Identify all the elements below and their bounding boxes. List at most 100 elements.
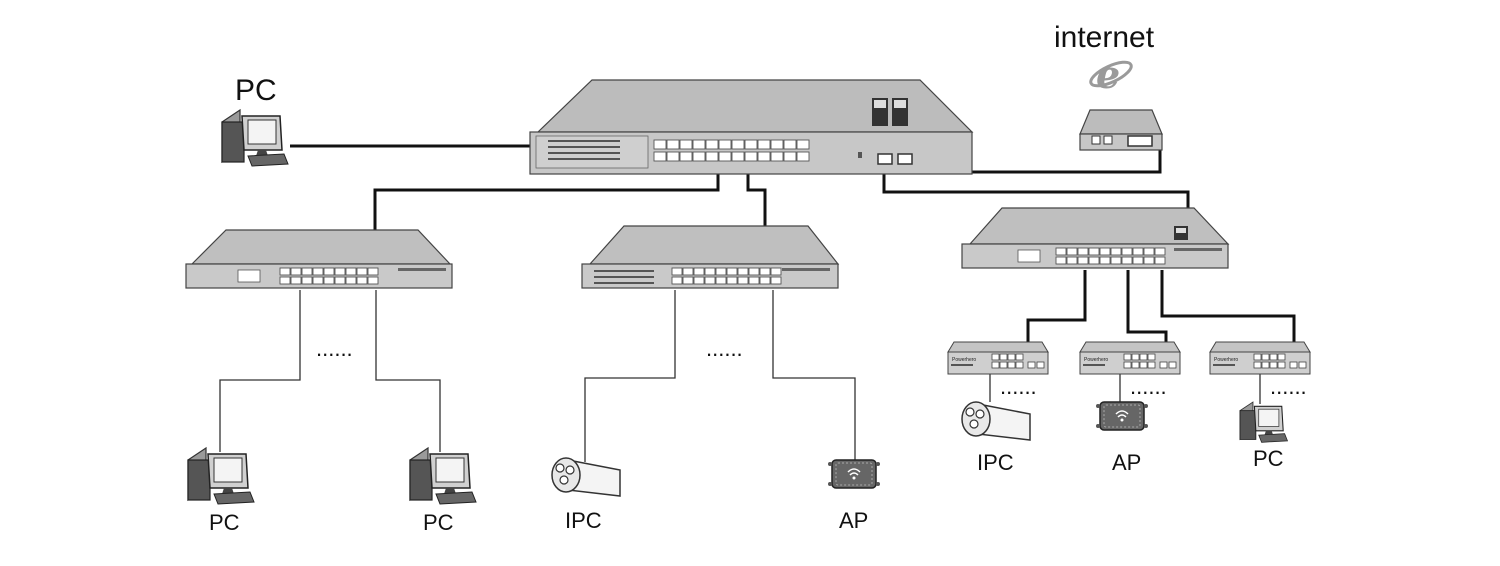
port bbox=[1154, 256, 1166, 265]
port bbox=[1088, 256, 1100, 265]
pc-icon bbox=[409, 447, 477, 505]
port bbox=[757, 139, 771, 150]
right-switch-ports bbox=[1055, 247, 1166, 265]
port bbox=[1121, 247, 1133, 256]
port bbox=[666, 139, 680, 150]
port bbox=[334, 276, 346, 285]
port bbox=[705, 139, 719, 150]
port bbox=[1077, 247, 1089, 256]
port bbox=[1066, 256, 1078, 265]
port bbox=[345, 267, 357, 276]
cable-mid-ap bbox=[772, 290, 856, 466]
small-switch-1 bbox=[947, 341, 1049, 375]
ellipsis-right-1: ...... bbox=[1000, 374, 1037, 399]
port bbox=[323, 267, 335, 276]
port bbox=[666, 151, 680, 162]
port bbox=[693, 267, 705, 276]
main-switch bbox=[529, 79, 974, 175]
ie-internet-icon: e bbox=[1089, 52, 1133, 97]
port bbox=[671, 276, 683, 285]
port bbox=[312, 276, 324, 285]
port bbox=[704, 267, 716, 276]
access-point-icon bbox=[1095, 401, 1149, 431]
port bbox=[279, 267, 291, 276]
label-pc-right: PC bbox=[1253, 446, 1284, 471]
main-switch-ports bbox=[653, 139, 810, 162]
cable-left-pc1 bbox=[219, 290, 301, 452]
port bbox=[757, 151, 771, 162]
left-switch bbox=[185, 229, 453, 289]
port bbox=[705, 151, 719, 162]
label-pc-bottom-left-1: PC bbox=[209, 510, 240, 535]
label-ap-right: AP bbox=[1112, 450, 1141, 475]
cables bbox=[219, 140, 1296, 466]
port bbox=[704, 276, 716, 285]
port bbox=[679, 139, 693, 150]
port bbox=[1099, 256, 1111, 265]
ellipsis-right-3: ...... bbox=[1270, 374, 1307, 399]
port bbox=[693, 276, 705, 285]
port bbox=[783, 139, 797, 150]
port bbox=[1143, 247, 1155, 256]
label-ipc-bottom: IPC bbox=[565, 508, 602, 533]
port bbox=[744, 151, 758, 162]
port bbox=[671, 267, 683, 276]
port bbox=[367, 267, 379, 276]
port bbox=[323, 276, 335, 285]
port bbox=[1143, 256, 1155, 265]
right-switch bbox=[961, 207, 1230, 269]
label-ipc-right: IPC bbox=[977, 450, 1014, 475]
port bbox=[796, 139, 810, 150]
small-switch-3 bbox=[1209, 341, 1311, 375]
port bbox=[744, 139, 758, 150]
label-pc-top: PC bbox=[235, 74, 277, 107]
port bbox=[1055, 247, 1067, 256]
left-switch-ports bbox=[279, 267, 379, 285]
port bbox=[301, 276, 313, 285]
modem bbox=[1079, 109, 1163, 151]
port bbox=[1055, 256, 1067, 265]
label-pc-bottom-left-2: PC bbox=[423, 510, 454, 535]
port bbox=[718, 139, 732, 150]
port bbox=[1121, 256, 1133, 265]
cable-mid-ipc bbox=[584, 290, 676, 462]
port bbox=[1132, 247, 1144, 256]
pc-icon bbox=[221, 109, 289, 167]
port bbox=[796, 151, 810, 162]
port bbox=[737, 267, 749, 276]
label-ap-bottom: AP bbox=[839, 508, 868, 533]
port bbox=[279, 276, 291, 285]
port bbox=[301, 267, 313, 276]
small-switch-2 bbox=[1079, 341, 1181, 375]
port bbox=[345, 276, 357, 285]
camera-icon bbox=[551, 457, 621, 497]
middle-switch bbox=[581, 225, 840, 289]
port bbox=[334, 267, 346, 276]
port bbox=[737, 276, 749, 285]
port bbox=[1110, 247, 1122, 256]
modem-icon bbox=[1079, 109, 1163, 135]
cable-left-pc2 bbox=[375, 290, 441, 452]
port bbox=[692, 151, 706, 162]
access-point-icon bbox=[827, 459, 881, 489]
port bbox=[1110, 256, 1122, 265]
port bbox=[1132, 256, 1144, 265]
port bbox=[770, 267, 782, 276]
ellipsis-middle: ...... bbox=[706, 336, 743, 361]
ellipsis-left: ...... bbox=[316, 336, 353, 361]
port bbox=[718, 151, 732, 162]
port bbox=[731, 139, 745, 150]
cable-right-small3 bbox=[1160, 270, 1296, 360]
port bbox=[715, 267, 727, 276]
port bbox=[1154, 247, 1166, 256]
middle-switch-ports bbox=[671, 267, 782, 285]
port bbox=[1099, 247, 1111, 256]
port bbox=[759, 267, 771, 276]
svg-text:e: e bbox=[1096, 52, 1120, 97]
port bbox=[1077, 256, 1089, 265]
port bbox=[770, 151, 784, 162]
port bbox=[770, 139, 784, 150]
port bbox=[653, 139, 667, 150]
port bbox=[692, 139, 706, 150]
